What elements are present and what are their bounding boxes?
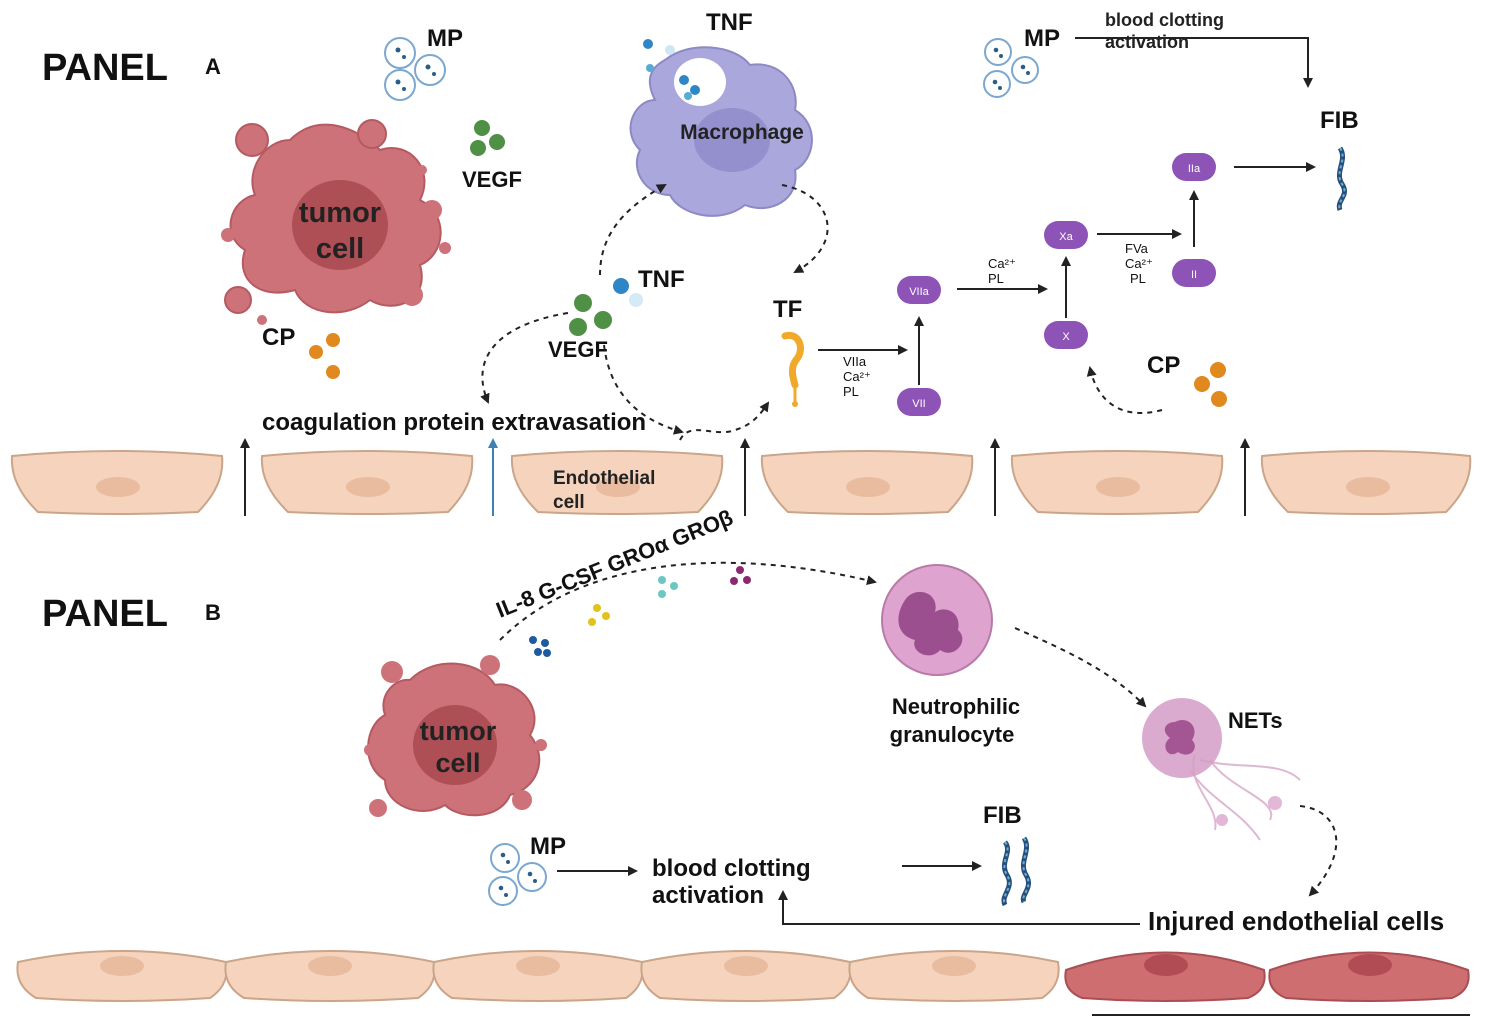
neutrophil-label-1: Neutrophilic (892, 694, 1020, 719)
tnf-a-top-label: TNF (706, 9, 753, 36)
injured-endothelial-label: Injured endothelial cells (1148, 906, 1444, 936)
endothelial-row-a: Endothelial cell (10, 450, 1472, 515)
mp-b-label: MP (530, 833, 566, 860)
mp-a-right-label: MP (1024, 25, 1060, 52)
microparticle-a-left: MP (384, 25, 463, 101)
tumor-cell-b-label-1: tumor (420, 716, 497, 746)
panel-b-title: PANEL (42, 593, 168, 635)
dashed-arrow-vegf-to-extravasation (480, 312, 569, 404)
fib-b-label: FIB (983, 802, 1022, 829)
macrophage: Macrophage (629, 46, 813, 217)
dashed-arrow-to-tf (679, 401, 770, 441)
panel-b: PANEL B IL-8 G-CSF GROα GROβ tumor cell (16, 505, 1470, 1016)
dashed-arrow-nets-to-injured (1299, 805, 1338, 897)
factor-x (1044, 321, 1088, 349)
microparticle-a-right: MP (983, 25, 1060, 98)
viia-arrow-text-2: PL (988, 271, 1004, 286)
dashed-arrow-neutrophil-to-nets (1014, 627, 1147, 708)
factor-viia-label: VIIa (909, 286, 929, 298)
clotting-b-label-2: activation (652, 882, 764, 909)
arrow-injured-to-clotting (778, 890, 1140, 925)
extravasation-label: coagulation protein extravasation (262, 409, 646, 436)
coagulation-cascade: VIIa Ca²⁺ PL VII VIIa Ca²⁺ PL X Xa FVa C… (818, 153, 1316, 416)
endothelial-row-b (16, 950, 1470, 1016)
dashed-arrow-cytokines (499, 561, 877, 641)
vegf-a-top: VEGF (462, 120, 522, 192)
vegf-a-mid-label: VEGF (548, 337, 608, 362)
cp-a-left-label: CP (262, 324, 295, 351)
clotting-a-label-1: blood clotting (1105, 10, 1224, 30)
tumor-cell-a-label-2: cell (316, 233, 364, 265)
factor-iia (1172, 153, 1216, 181)
factor-ii-label: II (1191, 269, 1197, 281)
nets: NETs (1142, 698, 1301, 841)
fibrin-a: FIB (1320, 107, 1359, 211)
tissue-factor: TF (773, 296, 804, 407)
factor-ii (1172, 259, 1216, 287)
factor-vii (897, 388, 941, 416)
panel-a-title: PANEL (42, 47, 168, 89)
dashed-arrow-cp-to-x (1086, 366, 1163, 414)
tumor-cell-b: tumor cell (364, 655, 547, 817)
tf-arrow-text-1: VIIa (843, 354, 867, 369)
tf-arrow-text-2: Ca²⁺ (843, 369, 871, 384)
factor-xa (1044, 221, 1088, 249)
clotting-b-label-1: blood clotting (652, 855, 811, 882)
xa-arrow-text-3: PL (1130, 271, 1146, 286)
tnf-a-mid-label: TNF (638, 266, 685, 293)
vegf-a-mid: VEGF (548, 294, 612, 362)
tf-arrow-text-3: PL (843, 384, 859, 399)
cytokines-label: IL-8 G-CSF GROα GROβ (493, 505, 737, 623)
factor-x-label: X (1062, 331, 1070, 343)
tumor-cell-a-label-1: tumor (299, 197, 381, 229)
panel-a: PANEL A tumor cell MP (10, 9, 1472, 516)
dashed-arrow-vegf-to-macrophage (599, 184, 667, 276)
viia-arrow-text-1: Ca²⁺ (988, 256, 1016, 271)
arrow-mp-to-fib (1075, 37, 1313, 88)
tumor-cell-a: tumor cell (221, 119, 451, 325)
dashed-arrow-vegf-down (603, 344, 684, 435)
xa-arrow-text-2: Ca²⁺ (1125, 256, 1153, 271)
panel-b-letter: B (205, 600, 221, 625)
factor-viia (897, 276, 941, 304)
neutrophilic-granulocyte: Neutrophilic granulocyte (881, 564, 1020, 747)
factor-xa-label: Xa (1059, 231, 1073, 243)
endothelial-label-2: cell (553, 492, 585, 513)
tnf-a-mid: TNF (613, 266, 685, 307)
clotting-a-label-2: activation (1105, 32, 1189, 52)
mp-a-left-label: MP (427, 25, 463, 52)
factor-iia-label: IIa (1188, 163, 1201, 175)
tnf-a-top: TNF (643, 9, 753, 100)
microparticle-b: MP (488, 833, 566, 906)
fib-a-label: FIB (1320, 107, 1359, 134)
cp-a-right-label: CP (1147, 352, 1180, 379)
tumor-cell-b-label-2: cell (435, 748, 480, 778)
endothelial-label-1: Endothelial (553, 468, 655, 489)
neutrophil-label-2: granulocyte (890, 722, 1015, 747)
macrophage-label: Macrophage (680, 121, 804, 144)
dashed-arrow-macrophage-to-tf (781, 184, 829, 273)
nets-label: NETs (1228, 708, 1283, 733)
factor-vii-label: VII (912, 398, 925, 410)
cp-a-left: CP (262, 324, 340, 379)
tf-label: TF (773, 296, 802, 323)
cp-a-right: CP (1086, 352, 1227, 414)
fibrin-b: FIB (983, 802, 1031, 907)
vegf-a-top-label: VEGF (462, 167, 522, 192)
cytokine-dots (529, 566, 751, 657)
panel-a-letter: A (205, 54, 221, 79)
xa-arrow-text-1: FVa (1125, 241, 1149, 256)
